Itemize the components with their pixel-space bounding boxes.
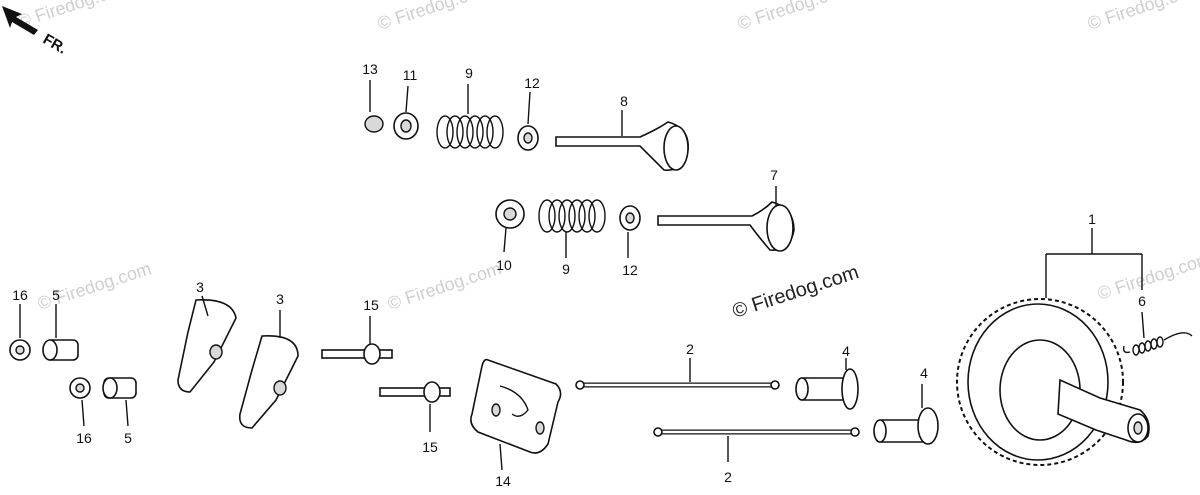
callout-5: 5 [52,287,60,303]
part-2-pushrod-upper [575,358,780,390]
part-15-stud-upper [321,316,393,365]
callout-4: 4 [842,343,850,359]
part-4-tappet-lower [873,384,939,445]
callout-11: 11 [403,67,418,83]
part-5-pivot-lower [102,377,137,427]
part-12-spring-seat-upper [517,91,539,151]
part-14-pushrod-guide-plate [470,358,562,471]
callout-2: 2 [686,341,694,357]
callout-3: 3 [196,279,204,295]
part-6-decompressor-spring [1122,311,1193,356]
part-9-valve-spring-lower [538,199,606,258]
watermark: © Firedog.com [735,0,854,34]
part-4-tappet-upper [795,358,859,410]
part-7-intake-valve [657,186,795,252]
callout-14: 14 [495,473,511,489]
direction-label: FR. [40,31,69,58]
callout-13: 13 [362,61,378,77]
callout-10: 10 [496,257,512,273]
watermark: © Firedog.com [1095,248,1200,304]
part-1-camshaft-gear [956,228,1150,466]
watermarks: © Firedog.com © Firedog.com © Firedog.co… [15,0,1200,314]
part-11-spring-retainer [393,85,419,140]
callout-12: 12 [622,262,638,278]
part-8-exhaust-valve [555,110,689,171]
callout-9: 9 [465,65,473,81]
callout-2: 2 [724,469,732,485]
watermark: © Firedog.com [375,0,494,34]
watermark: © Firedog.com [1085,0,1200,34]
callout-1: 1 [1088,211,1096,227]
callout-7: 7 [770,167,778,183]
callout-15: 15 [422,439,438,455]
part-9-valve-spring-upper [436,84,504,149]
part-3-rocker-arm-left [177,295,237,393]
part-2-pushrod-lower [653,427,860,462]
part-15-stud-lower [379,381,451,432]
watermark-main: © Firedog.com [730,261,862,323]
callout-16: 16 [12,287,28,303]
watermark: © Firedog.com [385,258,504,314]
callout-8: 8 [620,93,628,109]
callout-16: 16 [76,430,92,446]
arrow-icon [2,6,38,35]
callout-6: 6 [1138,293,1146,309]
callout-9: 9 [562,261,570,277]
callout-5: 5 [124,430,132,446]
callout-3: 3 [276,291,284,307]
part-12-spring-seat-lower [619,205,641,258]
callout-12: 12 [524,75,540,91]
callout-15: 15 [363,297,379,313]
part-16-nut-upper [9,304,31,361]
part-5-pivot-upper [42,304,79,361]
part-10-spring-retainer [495,199,525,253]
callout-4: 4 [920,365,928,381]
watermark: © Firedog.com [35,258,154,314]
part-16-nut-lower [69,377,91,427]
part-13-valve-cap [364,80,384,133]
part-3-rocker-arm-right [238,310,299,429]
